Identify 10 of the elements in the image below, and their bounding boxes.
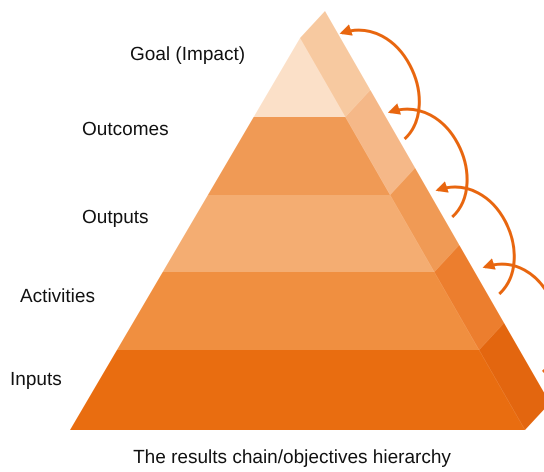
layer-label: Activities — [20, 287, 95, 306]
layer-label: Inputs — [10, 370, 62, 389]
layer-label: Goal (Impact) — [130, 45, 246, 64]
curved-arrow — [435, 182, 516, 295]
layer-label: Outcomes — [82, 120, 169, 139]
layer-label: Outputs — [82, 208, 149, 227]
curved-arrow — [339, 25, 421, 140]
curved-arrow — [388, 104, 468, 218]
caption: The results chain/objectives hierarchy — [132, 446, 452, 470]
curved-arrow — [482, 259, 544, 373]
